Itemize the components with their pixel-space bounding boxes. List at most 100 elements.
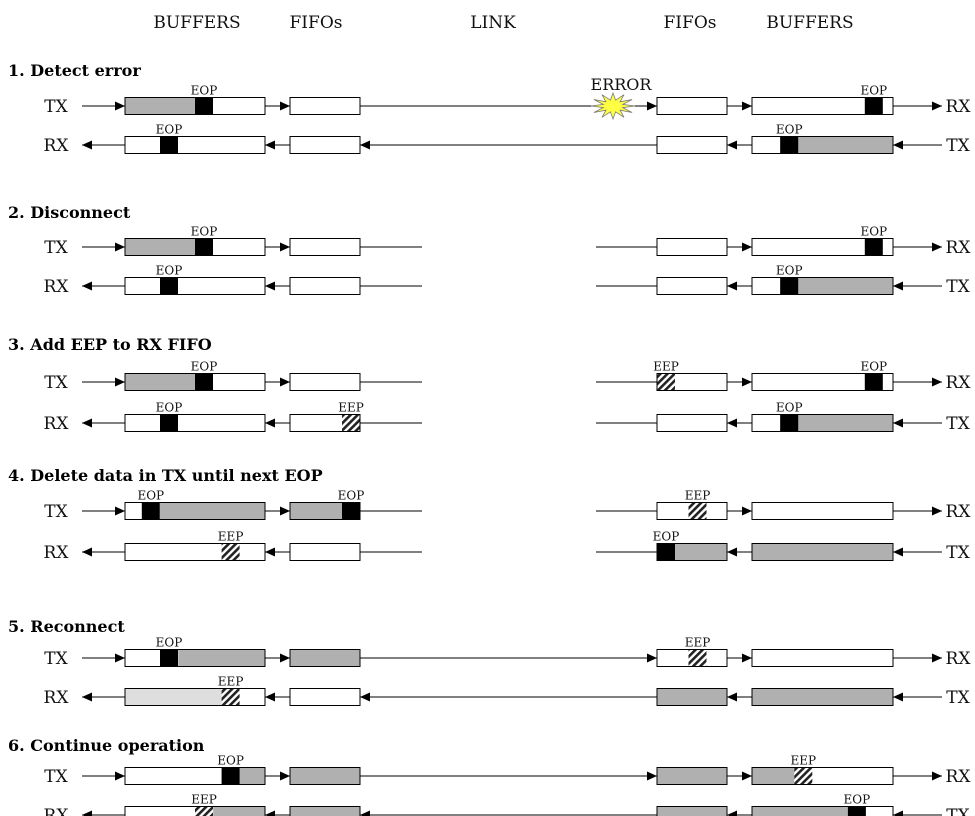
arrowhead-right-icon xyxy=(742,101,752,111)
box-outline xyxy=(289,767,361,785)
rx-label-left: RX xyxy=(44,543,70,563)
arrowhead-left-icon xyxy=(265,692,275,702)
arrowhead-right-icon xyxy=(932,506,942,516)
box-outline xyxy=(289,277,361,295)
box-outline xyxy=(124,543,266,561)
rx-label-left: RX xyxy=(44,688,70,708)
box-background xyxy=(125,414,265,432)
eop-label: EOP xyxy=(156,401,183,415)
box-background xyxy=(752,97,893,115)
error-burst-icon xyxy=(590,91,636,121)
rx-label-right: RX xyxy=(946,649,972,669)
step-title: 6. Continue operation xyxy=(8,736,205,755)
data-fill xyxy=(290,806,360,816)
tx-label-right: TX xyxy=(946,806,970,816)
arrowhead-right-icon xyxy=(115,101,125,111)
arrowhead-left-icon xyxy=(82,140,92,150)
arrowhead-right-icon xyxy=(932,377,942,387)
arrowhead-right-icon xyxy=(932,101,942,111)
eop-marker xyxy=(780,136,799,154)
arrowhead-left-icon xyxy=(360,810,370,816)
eep-marker xyxy=(195,806,213,816)
arrowhead-right-icon xyxy=(115,377,125,387)
left-fifo-box: EOP xyxy=(289,489,364,520)
right-fifo-box xyxy=(656,806,728,816)
box-outline xyxy=(289,688,361,706)
box-outline xyxy=(751,97,894,115)
box-background xyxy=(290,543,360,561)
left-buffer-box: EOP xyxy=(124,754,266,785)
step-title: 4. Delete data in TX until next EOP xyxy=(8,466,323,485)
eop-label: EOP xyxy=(191,225,218,239)
eop-label: EOP xyxy=(191,84,218,98)
column-headers: BUFFERS FIFOs LINK FIFOs BUFFERS xyxy=(153,13,853,33)
eep-label: EEP xyxy=(791,754,817,768)
arrowhead-right-icon xyxy=(280,653,290,663)
left-buffer-box: EEP xyxy=(124,675,266,706)
box-outline xyxy=(656,688,728,706)
eop-marker xyxy=(342,502,360,520)
tx-label-right: TX xyxy=(946,688,970,708)
arrowhead-left-icon xyxy=(360,692,370,702)
arrowhead-left-icon xyxy=(265,418,275,428)
left-fifo-box xyxy=(289,277,361,295)
right-fifo-box: EEP xyxy=(656,636,728,667)
left-fifo-box xyxy=(289,97,361,115)
right-fifo-box xyxy=(656,97,728,115)
arrowhead-right-icon xyxy=(647,101,657,111)
eop-marker xyxy=(847,806,866,816)
box-background xyxy=(752,502,893,520)
box-outline xyxy=(289,649,361,667)
arrowhead-left-icon xyxy=(265,140,275,150)
left-buffer-box: EOP xyxy=(124,489,266,520)
arrowhead-right-icon xyxy=(742,653,752,663)
eep-marker xyxy=(221,543,240,561)
right-buffer-box: EEP xyxy=(751,754,894,785)
tx-label-left: TX xyxy=(44,649,68,669)
data-fill xyxy=(125,97,195,115)
step-title: 2. Disconnect xyxy=(8,203,131,222)
eop-label: EOP xyxy=(776,264,803,278)
arrowhead-right-icon xyxy=(742,377,752,387)
eep-marker xyxy=(657,373,675,391)
tx-label-left: TX xyxy=(44,238,68,258)
arrowhead-right-icon xyxy=(932,242,942,252)
box-outline xyxy=(751,649,894,667)
eep-label: EEP xyxy=(653,360,679,374)
eep-marker xyxy=(688,502,707,520)
arrowhead-right-icon xyxy=(280,771,290,781)
arrowhead-left-icon xyxy=(727,810,737,816)
eop-label: EOP xyxy=(844,793,871,807)
box-outline xyxy=(751,373,894,391)
eop-marker xyxy=(160,414,178,432)
rx-label-right: RX xyxy=(946,97,972,117)
arrowhead-left-icon xyxy=(82,547,92,557)
box-background xyxy=(290,97,360,115)
right-buffer-box: EOP xyxy=(751,123,894,154)
box-outline xyxy=(124,97,266,115)
arrowhead-left-icon xyxy=(893,140,903,150)
box-background xyxy=(125,277,265,295)
box-background xyxy=(657,97,727,115)
left-buffer-box: EEP xyxy=(124,793,266,816)
data-fill xyxy=(238,767,265,785)
box-outline xyxy=(124,238,266,256)
eop-label: EOP xyxy=(653,530,680,544)
box-background xyxy=(125,543,265,561)
eep-label: EEP xyxy=(685,489,711,503)
eop-label: EOP xyxy=(191,360,218,374)
box-background xyxy=(752,649,893,667)
right-fifo-box xyxy=(656,414,728,432)
left-fifo-box xyxy=(289,806,361,816)
right-buffer-box xyxy=(751,688,894,706)
left-buffer-box: EEP xyxy=(124,530,266,561)
rx-label-right: RX xyxy=(946,502,972,522)
